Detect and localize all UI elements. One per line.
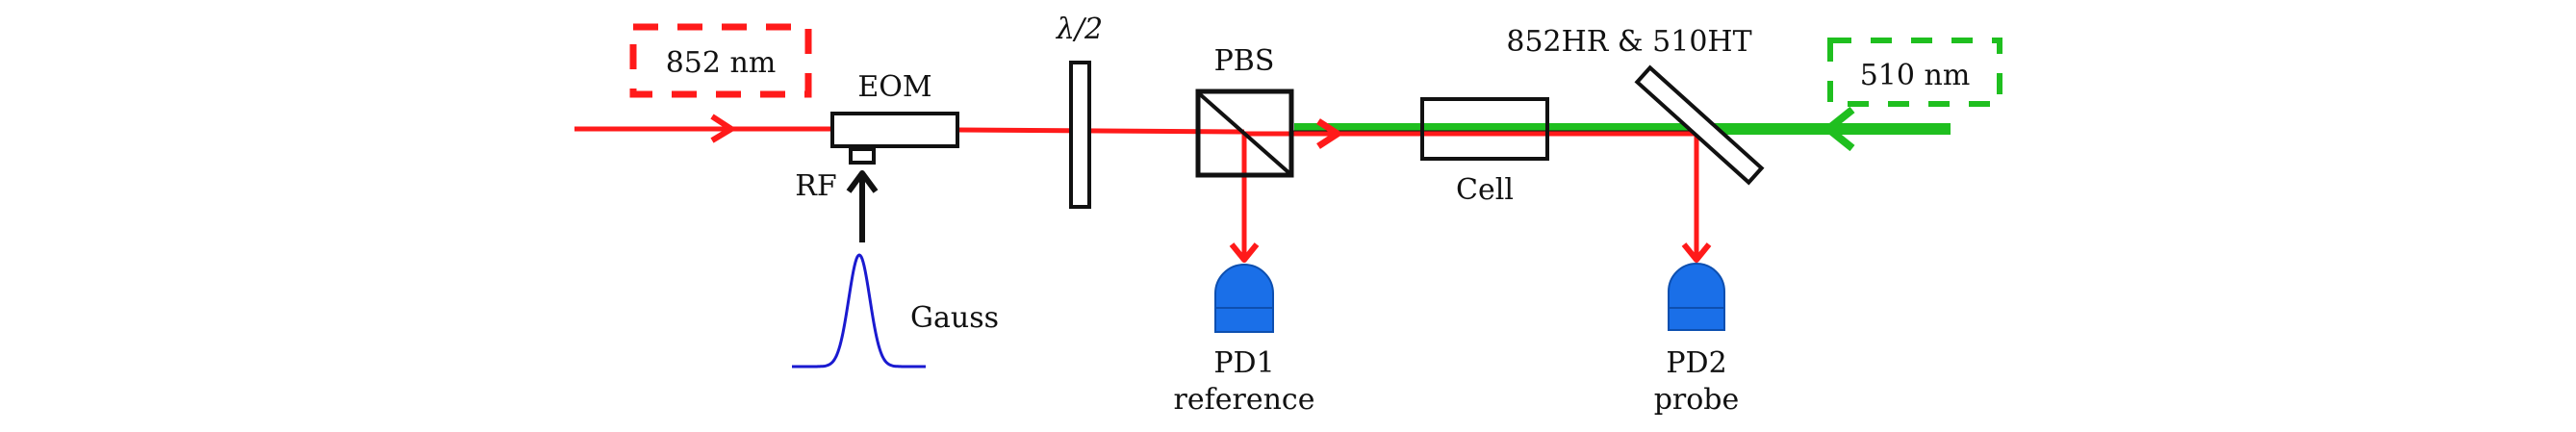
probe-beam-arrow [710, 114, 734, 143]
half-wave-plate [1069, 61, 1091, 209]
rf-port [849, 147, 876, 165]
pd2-label: PD2 [1666, 346, 1726, 380]
half-wave-plate-label: λ/2 [1056, 13, 1103, 46]
laser-852nm-label: 852 nm [666, 46, 777, 80]
dichroic-mirror-label: 852HR & 510HT [1506, 25, 1751, 59]
pd2-role-label: probe [1654, 383, 1740, 417]
polarizing-beam-splitter [1195, 89, 1294, 178]
vapor-cell [1420, 97, 1549, 161]
cell-label: Cell [1456, 173, 1514, 207]
pd2-icon [1668, 263, 1725, 331]
pd1-icon [1214, 264, 1274, 333]
pbs-label: PBS [1214, 44, 1275, 78]
gauss-pulse-curve [792, 253, 926, 368]
pbs-diagonal [1198, 92, 1291, 175]
laser-852nm-box [629, 23, 812, 98]
laser-510nm-box [1827, 38, 2002, 107]
pd1-role-label: reference [1174, 383, 1315, 417]
dichroic-mirror [1634, 64, 1765, 186]
probe-beam-arrow-pd2 [1681, 242, 1712, 263]
eom [830, 112, 959, 148]
probe-beam-after-eom [957, 127, 1245, 135]
pd1-label: PD1 [1213, 346, 1274, 380]
gauss-label: Gauss [910, 301, 999, 335]
rf-input-arrow-head [846, 170, 879, 193]
photodetector-pd2 [1668, 263, 1725, 331]
eom-label: EOM [857, 70, 931, 104]
reference-beam-arrow [1229, 242, 1260, 263]
laser-510nm-label: 510 nm [1860, 59, 1971, 92]
coupling-beam-arrow [1824, 106, 1855, 152]
rf-label: RF [795, 169, 836, 203]
photodetector-pd1 [1214, 264, 1274, 333]
probe-beam-arrow-mid [1316, 118, 1341, 149]
